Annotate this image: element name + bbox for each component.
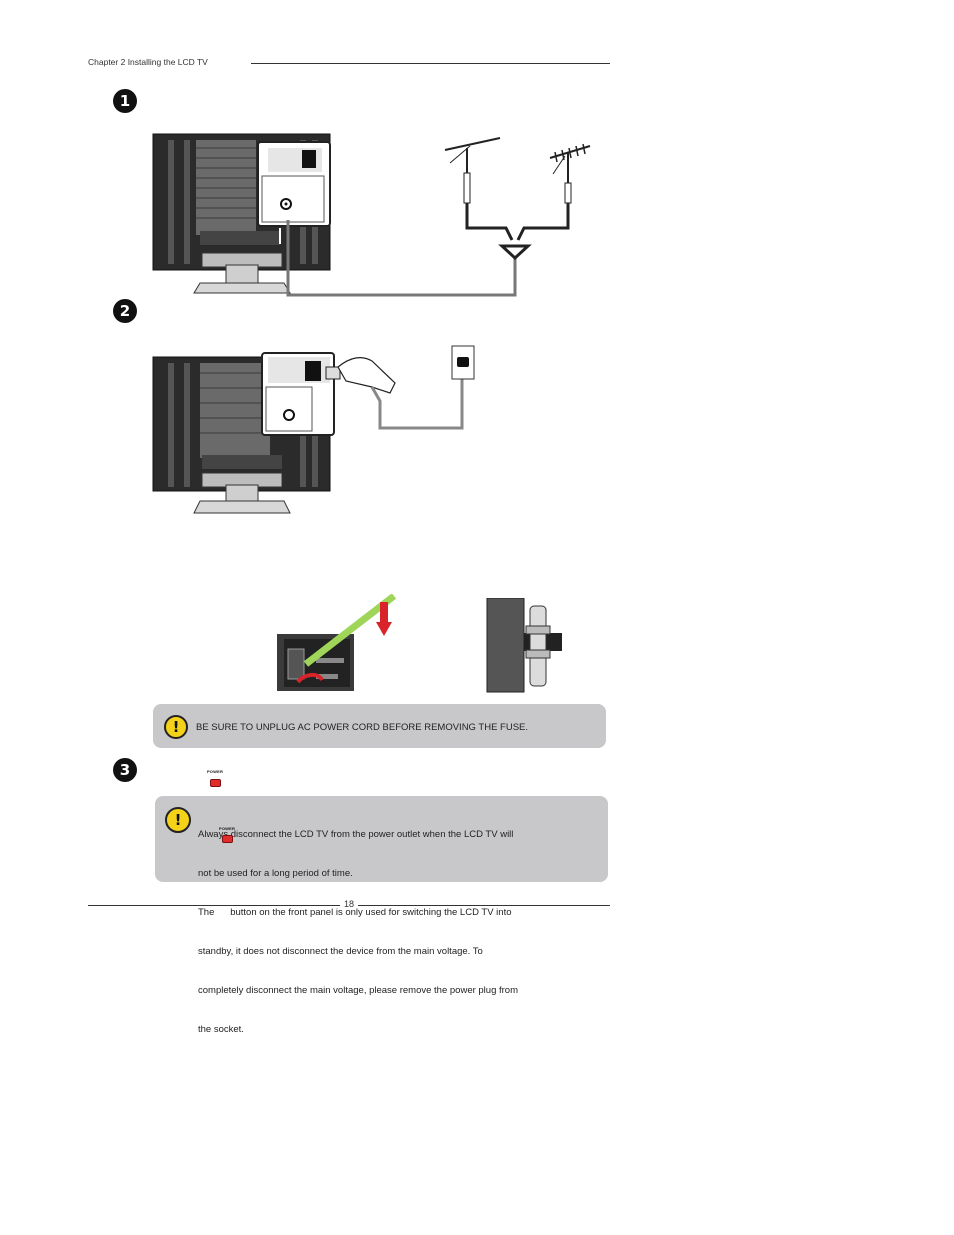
fuse-closeup-illustration	[486, 598, 562, 693]
step-3-badge: 3	[113, 758, 137, 782]
step-2-badge: 2	[113, 299, 137, 323]
disconnect-warning-text: Always disconnect the LCD TV from the po…	[198, 802, 518, 1062]
warning-line-6: the socket.	[198, 1024, 244, 1035]
power-button-icon: POWER	[206, 769, 224, 792]
warning-line-2: not be used for a long period of time.	[198, 868, 353, 879]
power-button-label: POWER	[206, 769, 224, 774]
fuse-warning-text: BE SURE TO UNPLUG AC POWER CORD BEFORE R…	[196, 722, 529, 733]
warning-line-5: completely disconnect the main voltage, …	[198, 985, 519, 996]
red-down-arrow	[376, 622, 392, 636]
footer-rule-right	[358, 905, 610, 906]
inline-power-button-icon: POWER	[219, 826, 235, 848]
step-1-badge: 1	[113, 89, 137, 113]
power-connection-illustration	[152, 345, 475, 514]
antenna-connection-illustration	[152, 133, 591, 297]
warning-icon-2: !	[165, 807, 191, 833]
fuse-warning-box: ! BE SURE TO UNPLUG AC POWER CORD BEFORE…	[153, 704, 606, 748]
warning-line-4: standby, it does not disconnect the devi…	[198, 946, 483, 957]
green-cable	[303, 594, 397, 667]
chapter-header: Chapter 2 Installing the LCD TV	[88, 57, 208, 67]
warning-icon: !	[164, 715, 188, 739]
disconnect-warning-box: ! Always disconnect the LCD TV from the …	[155, 796, 608, 1035]
header-rule	[251, 63, 610, 64]
warning-line-1: Always disconnect the LCD TV from the po…	[198, 829, 514, 840]
fuse-removal-illustration	[277, 594, 397, 691]
page-number: 18	[343, 899, 354, 909]
footer-rule-left	[88, 905, 340, 906]
warning-line-3: The button on the front panel is only us…	[198, 907, 512, 918]
